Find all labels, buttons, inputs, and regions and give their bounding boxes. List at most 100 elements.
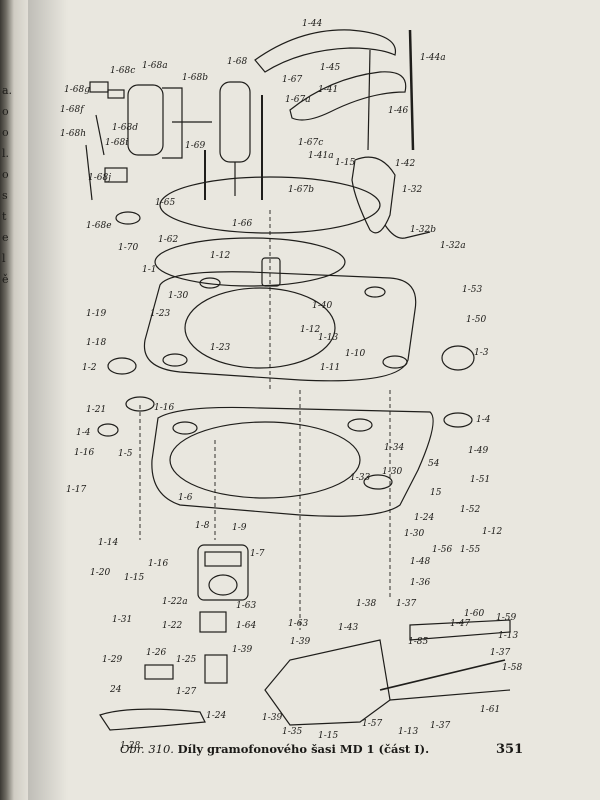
part-label: 1-52	[460, 505, 480, 515]
motor-assembly	[197, 544, 249, 601]
part-label: 1-50	[466, 315, 486, 325]
part-label: 1-16	[148, 559, 168, 569]
figure-caption: Obr. 310. Díly gramofonového šasi MD 1 (…	[120, 742, 429, 756]
part-label: 1-11	[320, 363, 340, 373]
part-label: 1-30	[382, 467, 402, 477]
facing-page-text: a. o o l. o s t e l ě	[2, 84, 13, 286]
part-label: 1-2	[82, 363, 97, 373]
caption-prefix: Obr. 310.	[120, 742, 174, 756]
part-label: 1-29	[102, 655, 122, 665]
part-label: 1-4	[76, 428, 91, 438]
part-label: 54	[428, 459, 440, 469]
part-label: 1-39	[262, 713, 282, 723]
part-label: 1-67a	[285, 95, 311, 105]
part-label: 1-41	[318, 85, 338, 95]
part-label: 1-35	[282, 727, 302, 737]
part-label: 1-61	[480, 705, 500, 715]
part-label: 1-60	[464, 609, 484, 619]
part-label: 1-47	[450, 619, 470, 629]
part-label: 1-69	[185, 141, 205, 151]
part-label: 1-57	[362, 719, 382, 729]
part-label: 1-39	[290, 637, 310, 647]
part-label: 1-13	[398, 727, 418, 737]
part-label: 1-85	[408, 637, 428, 647]
part-label: 1-67	[282, 75, 302, 85]
part-label: 1-19	[86, 309, 106, 319]
part-label: 1-68f	[60, 105, 85, 115]
caption-text: Díly gramofonového šasi MD 1 (část I).	[177, 742, 430, 756]
part-label: 1-55	[460, 545, 480, 555]
part-label: 1-5	[118, 449, 133, 459]
gutter-shadow	[28, 0, 68, 800]
part-label: 1-65	[155, 198, 175, 208]
part-label: 1-24	[414, 513, 434, 523]
part-label: 1-58	[502, 663, 522, 673]
part-label: 1-8	[195, 521, 210, 531]
part-label: 1-3	[474, 348, 489, 358]
part-label: 1-21	[86, 405, 106, 415]
part-label: 1-10	[345, 349, 365, 359]
part-label: 1-27	[176, 687, 196, 697]
part-label: 1-23	[210, 343, 230, 353]
part-label: 1-42	[395, 159, 415, 169]
part-label: 1-26	[146, 648, 166, 658]
part-label: 1-37	[430, 721, 450, 731]
part-label: 1-22	[162, 621, 182, 631]
part-label: 1-68a	[142, 61, 168, 71]
part-label: 1-17	[66, 485, 86, 495]
part-label: 1-24	[206, 711, 226, 721]
part-label: 1-6	[178, 493, 193, 503]
part-label: 1-62	[158, 235, 178, 245]
part-label: 1-68j	[88, 173, 111, 183]
part-label: 1-14	[98, 538, 118, 548]
part-label: 15	[430, 488, 442, 498]
part-label: 1-30	[168, 291, 188, 301]
part-label: 1-56	[432, 545, 452, 555]
part-label: 1-34	[384, 443, 404, 453]
part-label: 1-4	[476, 415, 491, 425]
part-label: 24	[109, 685, 122, 695]
part-label: 1-40	[312, 301, 332, 311]
part-label: 1-39	[232, 645, 252, 655]
page-number: 351	[496, 742, 524, 757]
part-label: 1-68i	[105, 138, 128, 148]
rings	[97, 345, 475, 437]
part-label: 1-12	[300, 325, 320, 335]
part-label: 1-23	[150, 309, 170, 319]
part-label: 1-44a	[420, 53, 446, 63]
part-label: 1-68c	[110, 66, 135, 76]
platter-discs	[154, 176, 381, 287]
part-label: 1-22a	[162, 597, 188, 607]
part-label: 1-7	[250, 549, 265, 559]
part-label: 1-16	[154, 403, 174, 413]
part-label: 1-28	[120, 741, 140, 751]
chassis-top-plate	[143, 271, 417, 382]
part-label: 1-37	[396, 599, 416, 609]
assembly-dashed-lines	[139, 210, 391, 630]
part-label: 1-53	[462, 285, 482, 295]
part-label: 1-12	[482, 527, 502, 537]
part-label: 1-9	[232, 523, 247, 533]
tone-arm	[254, 29, 431, 239]
part-label: 1-46	[388, 106, 408, 116]
part-label: 1-32a	[440, 241, 466, 251]
part-labels: 1-44 1-44a 1-45 1-46 1-41 1-67 1-67a 1-6…	[60, 19, 522, 751]
part-label: 1-66	[232, 219, 252, 229]
part-label: 1-51	[470, 475, 490, 485]
part-label: 1-15	[318, 731, 338, 741]
part-label: 1-45	[320, 63, 340, 73]
part-label: 1-68e	[86, 221, 112, 231]
lower-mechanism	[99, 611, 511, 731]
part-label: 1-16	[74, 448, 94, 458]
part-label: 1-12	[210, 251, 230, 261]
part-label: 1-64	[236, 621, 256, 631]
part-label: 1-32b	[410, 225, 436, 235]
part-label: 1-41a	[308, 151, 334, 161]
part-label: 1-48	[410, 557, 430, 567]
part-label: 1-36	[410, 578, 430, 588]
part-label: 1-63	[236, 601, 256, 611]
part-label: 1-67b	[288, 185, 314, 195]
part-label: 1-70	[118, 243, 138, 253]
part-label: 1-63	[288, 619, 308, 629]
